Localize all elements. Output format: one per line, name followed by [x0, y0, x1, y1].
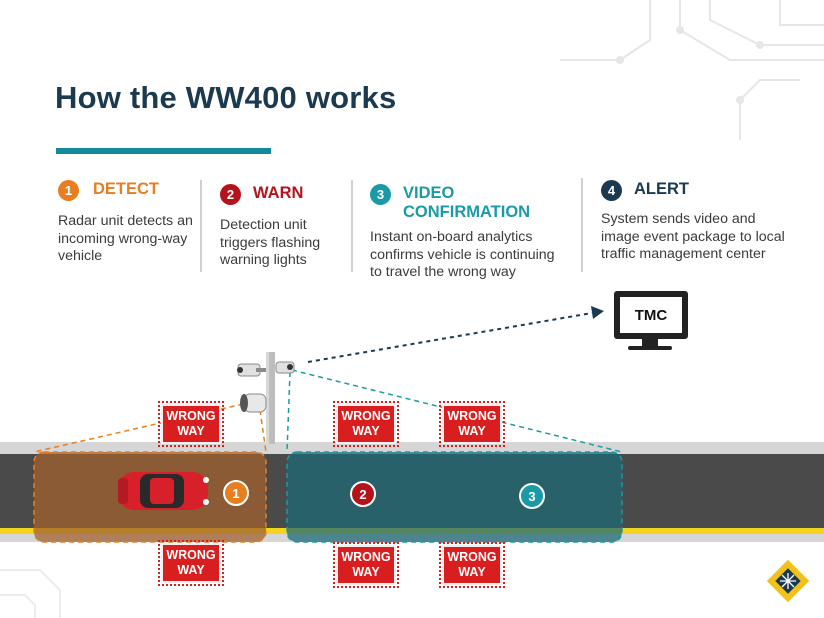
title-underline	[56, 148, 271, 154]
step-alert-header: 4 ALERT	[601, 180, 791, 201]
step-video-header: 3 VIDEO CONFIRMATION	[370, 184, 560, 222]
sign-line2: WAY	[458, 424, 486, 438]
radar-icon	[240, 393, 267, 413]
camera-beam	[286, 371, 291, 453]
step-title: DETECT	[93, 180, 159, 198]
sign-line1: WRONG	[341, 550, 391, 564]
step-divider	[200, 180, 202, 272]
step-detect: 1 DETECT Radar unit detects an incoming …	[58, 180, 198, 266]
step-warn-header: 2 WARN	[220, 184, 342, 205]
road-diagram	[0, 306, 824, 603]
step-description: System sends video and image event packa…	[601, 211, 785, 262]
tmc-monitor: TMC	[614, 291, 688, 339]
step-number: 4	[601, 180, 622, 201]
sign-line2: WAY	[352, 565, 380, 579]
camera-icon-right	[275, 361, 295, 374]
step-number: 2	[220, 184, 241, 205]
step-video-confirmation: 3 VIDEO CONFIRMATION Instant on-board an…	[370, 184, 560, 282]
tmc-label: TMC	[634, 306, 668, 324]
car-icon	[118, 472, 209, 510]
camera-icon	[237, 363, 266, 377]
sign-line2: WAY	[177, 563, 205, 577]
step-detect-header: 1 DETECT	[58, 180, 198, 201]
step-number: 1	[58, 180, 79, 201]
sign-line1: WRONG	[166, 548, 216, 562]
circuit-decoration	[560, 0, 824, 140]
sign-line1: WRONG	[166, 409, 216, 423]
sign-line1: WRONG	[447, 409, 497, 423]
step-title: VIDEO CONFIRMATION	[403, 184, 531, 221]
step-divider	[351, 180, 353, 272]
step-divider	[581, 178, 583, 272]
step-description: Instant on-board analytics confirms vehi…	[370, 229, 555, 280]
sign-line1: WRONG	[341, 409, 391, 423]
step-description: Radar unit detects an incoming wrong-way…	[58, 213, 193, 264]
pole	[266, 352, 275, 444]
step-alert: 4 ALERT System sends video and image eve…	[601, 180, 791, 264]
confirmation-zone	[286, 451, 623, 543]
step-number: 3	[370, 184, 391, 205]
circuit-decoration-bottom	[0, 569, 61, 618]
step-description: Detection unit triggers flashing warning…	[220, 217, 321, 268]
monitor-icon	[628, 339, 672, 350]
alert-arrow	[307, 312, 593, 363]
sign-line2: WAY	[352, 424, 380, 438]
step-warn: 2 WARN Detection unit triggers flashing …	[220, 184, 342, 270]
sign-line2: WAY	[458, 565, 486, 579]
camera-beam	[291, 369, 623, 453]
alert-arrowhead	[591, 306, 604, 319]
zone-marker-1: 1	[223, 480, 249, 506]
page-title: How the WW400 works	[55, 80, 397, 115]
logo-icon	[766, 559, 810, 603]
zone-marker-3: 3	[519, 483, 545, 509]
step-title: WARN	[253, 184, 304, 202]
sign-line2: WAY	[177, 424, 205, 438]
radar-beam	[259, 409, 267, 453]
zone-marker-2: 2	[350, 481, 376, 507]
step-title: ALERT	[634, 180, 689, 198]
sign-line1: WRONG	[447, 550, 497, 564]
